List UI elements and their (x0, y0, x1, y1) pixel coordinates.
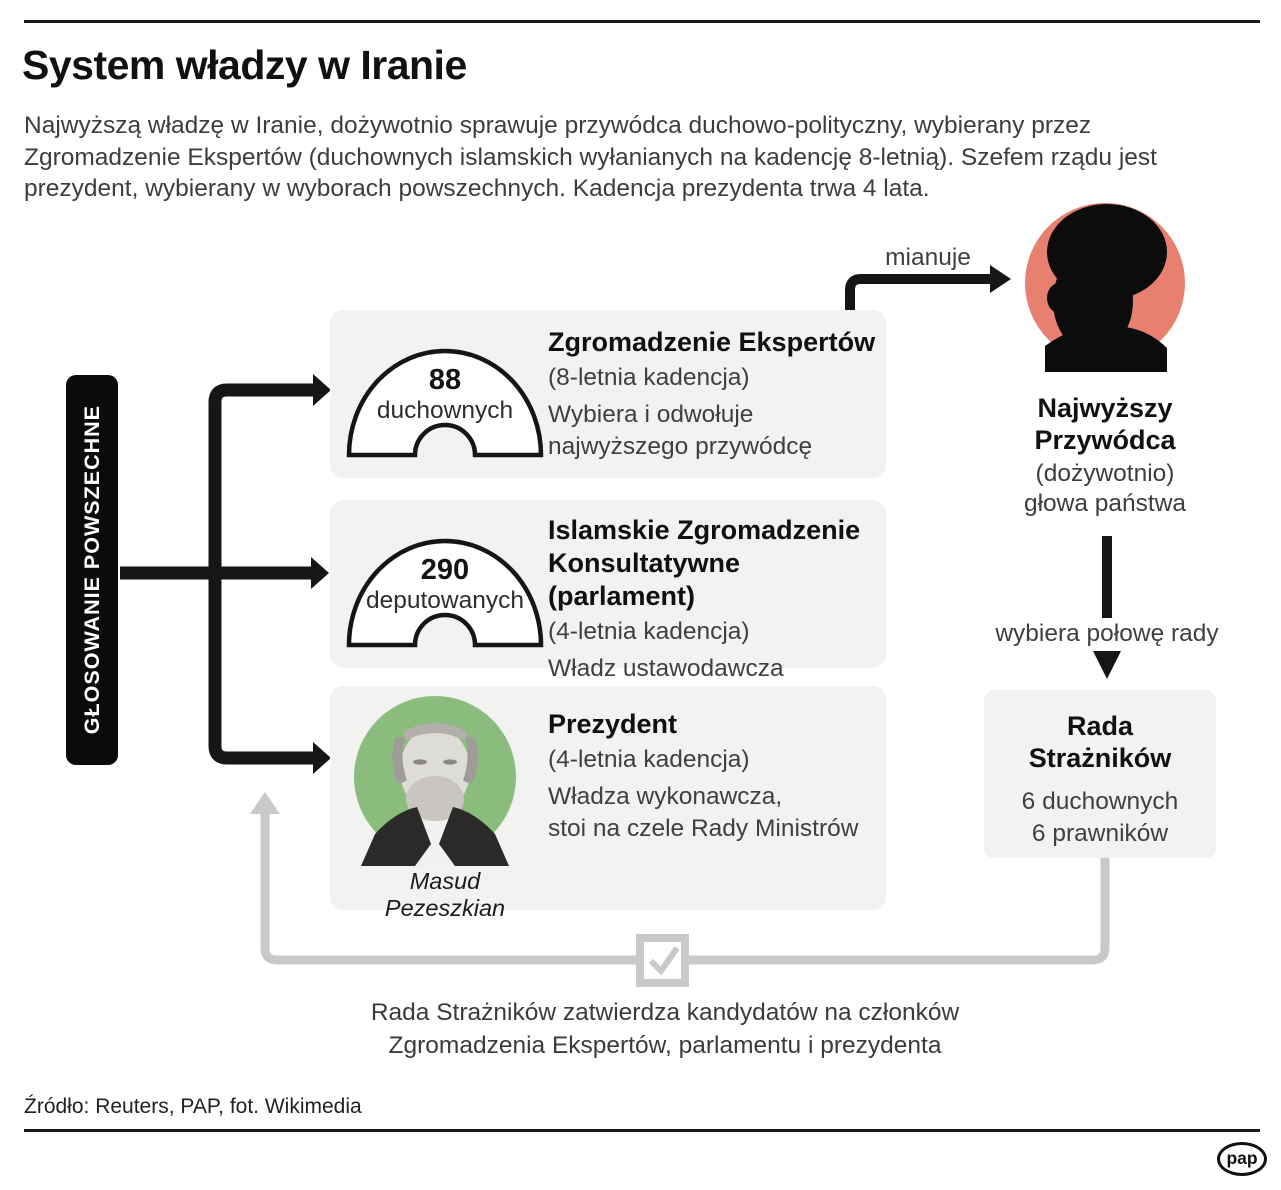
parliament-title: Islamskie Zgromadzenie Konsultatywne (pa… (548, 515, 861, 611)
president-title: Prezydent (548, 709, 678, 739)
president-desc: Władza wykonawcza, stoi na czele Rady Mi… (548, 783, 859, 842)
parliament-box: 290 deputowanych Islamskie Zgromadzenie … (330, 500, 886, 682)
intro-paragraph: Najwyższą władzę w Iranie, dożywotnio sp… (24, 112, 1157, 202)
experts-title: Zgromadzenie Ekspertów (548, 327, 876, 357)
parliament-count: 290 (420, 554, 470, 586)
bottom-rule (24, 1129, 1260, 1132)
experts-desc: Wybiera i odwołuje najwyższego przywódcę (548, 401, 813, 460)
parliament-desc: Władz ustawodawcza (548, 655, 784, 682)
checkmark-icon (648, 946, 680, 976)
parliament-count-label: deputowanych (365, 587, 524, 614)
parliament-term: (4-letnia kadencja) (548, 618, 750, 645)
president-photo-caption: Masud Pezeszkian (384, 868, 506, 921)
supreme-leader-name: Najwyższy Przywódca (1034, 393, 1176, 455)
appoints-arrow-line (845, 274, 992, 312)
source-credit: Źródło: Reuters, PAP, fot. Wikimedia (24, 1095, 362, 1118)
approval-loop-arrowhead-icon (250, 792, 280, 814)
popular-vote-label: GŁOSOWANIE POWSZECHNE (79, 405, 104, 735)
vote-arrowhead-top-icon (313, 374, 331, 406)
supreme-leader-role: głowa państwa (1023, 490, 1187, 517)
experts-icon-wrap: 88 duchownych (345, 343, 545, 458)
experts-count: 88 (428, 364, 462, 396)
president-box: Masud Pezeszkian Prezydent (4-letnia kad… (330, 686, 886, 921)
parliament-dome-icon (346, 538, 544, 648)
supreme-leader-term: (dożywotnio) (1035, 460, 1175, 487)
president-term: (4-letnia kadencja) (548, 746, 750, 773)
experts-box: 88 duchownych Zgromadzenie Ekspertów (8-… (330, 310, 886, 478)
experts-count-label: duchownych (376, 397, 514, 424)
appoints-arrowhead-icon (990, 265, 1011, 293)
approval-loop-caption: Rada Strażników zatwierdza kandydatów na… (370, 999, 960, 1059)
supreme-leader-text: Najwyższy Przywódca (dożywotnio) głowa p… (985, 392, 1225, 518)
selects-arrowhead-icon (1093, 651, 1121, 679)
parliament-icon-wrap: 290 deputowanych (345, 533, 545, 648)
top-rule (24, 20, 1260, 23)
supreme-leader-portrait-icon (1025, 203, 1185, 372)
selects-arrow-label: wybiera połowę rady (995, 620, 1219, 647)
appoints-arrow-label: mianuje (885, 244, 971, 271)
president-portrait-icon (354, 696, 516, 866)
vote-arrowhead-bottom-icon (313, 742, 331, 774)
guardian-council-box: Rada Strażników 6 duchownych 6 prawników (984, 690, 1216, 858)
vote-arrowhead-middle-icon (311, 557, 329, 589)
experts-term: (8-letnia kadencja) (548, 364, 750, 391)
page-title: System władzy w Iranie (22, 42, 467, 88)
guardian-council-title: Rada Strażników (1028, 711, 1172, 773)
popular-vote-bar: GŁOSOWANIE POWSZECHNE (66, 375, 118, 765)
president-photo (353, 696, 517, 866)
checkbox-icon (636, 934, 689, 987)
guardian-council-members: 6 duchownych 6 prawników (1021, 788, 1179, 847)
parliament-dome-icon (346, 348, 544, 458)
pap-logo: pap (1217, 1142, 1267, 1176)
